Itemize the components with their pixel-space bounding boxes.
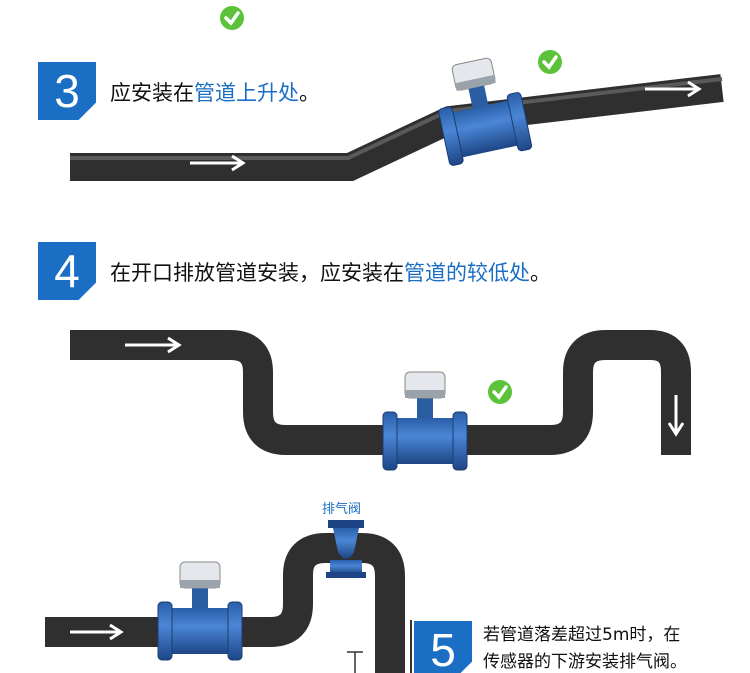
step-4-end: 。 (530, 261, 551, 285)
step-3-highlight: 管道上升处 (194, 81, 299, 105)
step-5-line-1: 若管道落差超过5m时，在 (483, 625, 681, 645)
elevated-pipe (45, 533, 405, 673)
flow-arrow-icon (645, 80, 702, 98)
step-3-badge: 3 (38, 62, 96, 120)
air-release-valve (326, 520, 366, 578)
check-icon (218, 4, 246, 32)
step-3-plain: 应安装在 (110, 81, 194, 105)
step-4-badge: 4 (38, 242, 96, 300)
check-icon (536, 48, 564, 76)
flow-arrow-icon (667, 395, 685, 437)
step-3-text: 应安装在管道上升处。 (110, 77, 320, 107)
flow-arrow-icon (70, 623, 124, 641)
flowmeter (382, 371, 468, 471)
flow-arrow-icon (190, 154, 246, 172)
step-4-plain: 在开口排放管道安装，应安装在 (110, 261, 404, 285)
flow-arrow-icon (125, 336, 182, 354)
height-marker (347, 651, 363, 673)
flowmeter (429, 52, 533, 167)
step-5-line-2: 传感器的下游安装排气阀。 (483, 652, 687, 672)
step-4-text: 在开口排放管道安装，应安装在管道的较低处。 (110, 257, 551, 287)
step-4-highlight: 管道的较低处 (404, 261, 530, 285)
valve-label: 排气阀 (322, 502, 362, 517)
step-5-badge: 5 (414, 621, 472, 673)
u-trap-pipe (70, 330, 691, 455)
rising-pipe (70, 74, 724, 181)
flowmeter (157, 561, 243, 661)
check-icon (486, 378, 514, 406)
step-5-text: 若管道落差超过5m时，在 传感器的下游安装排气阀。 (483, 622, 687, 673)
step-3-end: 。 (299, 81, 320, 105)
